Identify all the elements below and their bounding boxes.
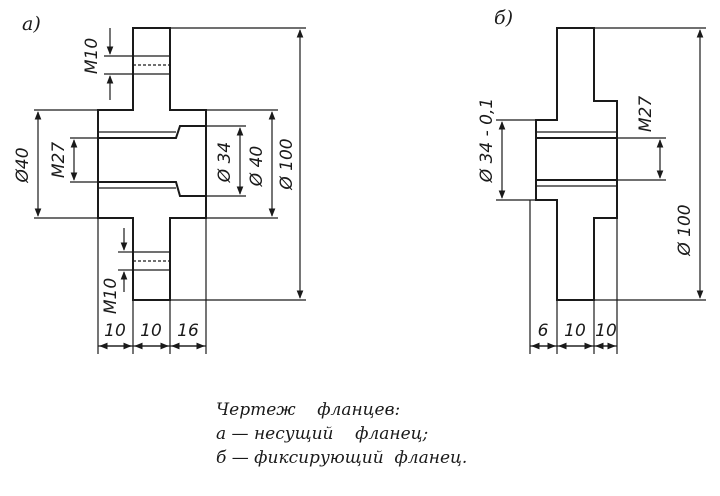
dim-b-m27: М27 xyxy=(636,96,656,132)
view-b: б) Ø 34 - 0,1 М27 Ø 100 6 xyxy=(477,7,706,354)
dim-a-w1: 10 xyxy=(104,321,126,341)
bolt-hole-a-bottom xyxy=(134,252,169,270)
bolt-hole-a-top xyxy=(134,56,169,74)
dim-a-d100: Ø 100 xyxy=(277,138,297,190)
flange-b-upper-half xyxy=(535,27,618,139)
dim-b-d100: Ø 100 xyxy=(675,204,695,256)
figure-caption: Чертеж фланцев: а — несущий фланец; б — … xyxy=(216,398,467,470)
flange-b-section xyxy=(535,27,618,301)
dim-a-d40: Ø 40 xyxy=(247,146,267,187)
dim-a-m10-bottom: М10 xyxy=(101,278,121,314)
caption-line-b: б — фиксирующий фланец. xyxy=(216,448,468,468)
dim-b-w1: 6 xyxy=(538,321,549,341)
caption-line-a: а — несущий фланец; xyxy=(216,424,429,444)
dim-a-w3: 16 xyxy=(177,321,199,341)
flange-a-lower-half xyxy=(97,181,207,301)
view-a-label: а) xyxy=(22,13,41,35)
flange-a-section xyxy=(97,27,207,301)
dim-b-d34-tol: Ø 34 - 0,1 xyxy=(477,98,497,183)
dim-a-d34: Ø 34 xyxy=(215,142,235,183)
view-a: а) xyxy=(13,13,306,354)
flange-b-lower-half xyxy=(535,179,618,301)
flange-a-upper-half xyxy=(97,27,207,139)
dim-b-w3: 10 xyxy=(595,321,617,341)
dim-a-m27: М27 xyxy=(49,142,69,178)
dim-a-w2: 10 xyxy=(140,321,162,341)
caption-title: Чертеж фланцев: xyxy=(216,400,401,420)
dim-a-m10-top: М10 xyxy=(82,38,102,74)
view-b-label: б) xyxy=(494,7,513,29)
dim-b-w2: 10 xyxy=(564,321,586,341)
dim-a-d40-left: Ø40 xyxy=(13,147,33,183)
